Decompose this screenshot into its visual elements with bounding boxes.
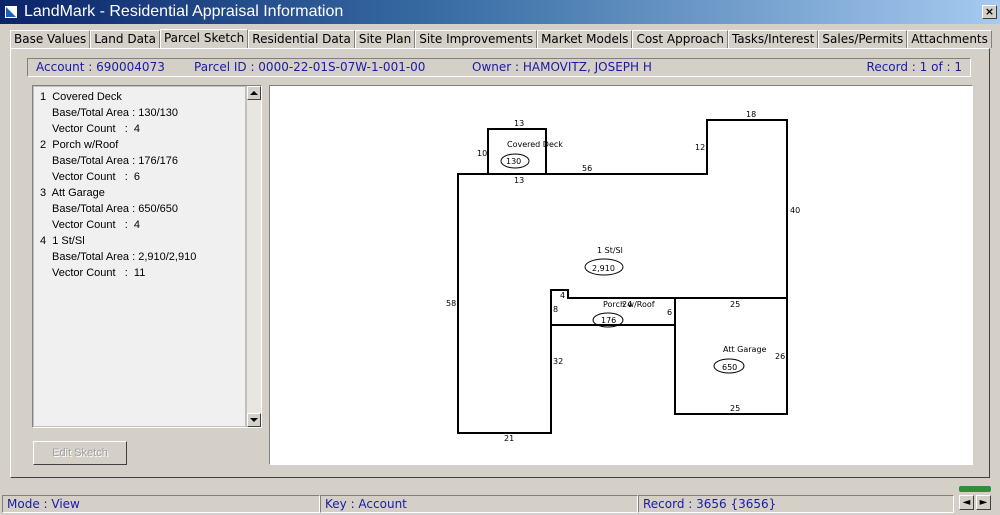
area-list[interactable]: 1 Covered Deck Base/Total Area : 130/130…: [32, 85, 262, 428]
deck-area: 130: [506, 157, 521, 166]
arrow-up-icon: [250, 91, 258, 95]
tab-residential-data[interactable]: Residential Data: [248, 30, 355, 48]
tab-strip: Base Values Land Data Parcel Sketch Resi…: [10, 28, 992, 49]
account-label: Account : 690004073: [36, 60, 165, 74]
previous-record-button[interactable]: ◄: [959, 495, 974, 510]
tab-site-plan[interactable]: Site Plan: [354, 30, 416, 48]
dim-deck-left: 10: [477, 149, 487, 158]
main-label: 1 St/Sl: [597, 246, 623, 255]
scroll-down-button[interactable]: [247, 413, 261, 427]
dim-56: 56: [582, 164, 592, 173]
tab-market-models[interactable]: Market Models: [537, 30, 633, 48]
dim-porch-8: 8: [553, 305, 558, 314]
dim-garage-right: 26: [775, 352, 785, 361]
next-record-button[interactable]: ►: [976, 495, 991, 510]
status-key: Key : Account: [320, 495, 638, 513]
garage-outline: [674, 297, 788, 415]
dim-21: 21: [504, 434, 514, 443]
main-area: 2,910: [592, 264, 615, 273]
list-item[interactable]: 3 Att Garage: [40, 187, 105, 199]
dim-porch-4: 4: [560, 291, 565, 300]
list-item-vectors: Vector Count : 4: [52, 219, 141, 231]
tab-sales-permits[interactable]: Sales/Permits: [818, 30, 908, 48]
list-item[interactable]: 1 Covered Deck: [40, 91, 122, 103]
app-icon: [4, 5, 18, 19]
dim-garage-bottom: 25: [730, 404, 740, 413]
list-item[interactable]: 4 1 St/Sl: [40, 235, 85, 247]
tab-tasks-interest[interactable]: Tasks/Interest: [727, 30, 819, 48]
parcel-info-bar: Account : 690004073 Parcel ID : 0000-22-…: [27, 58, 971, 77]
porch-area: 176: [601, 316, 616, 325]
dim-deck-bottom: 13: [514, 176, 524, 185]
scroll-up-button[interactable]: [247, 86, 261, 100]
tab-site-improvements[interactable]: Site Improvements: [415, 30, 538, 48]
list-item-vectors: Vector Count : 11: [52, 267, 146, 279]
status-bar: Mode : View Key : Account Record : 3656 …: [0, 492, 1000, 515]
edit-sketch-button[interactable]: Edit Sketch: [33, 441, 127, 465]
tab-land-data[interactable]: Land Data: [90, 30, 160, 48]
tab-parcel-sketch[interactable]: Parcel Sketch: [159, 29, 249, 49]
list-item-vectors: Vector Count : 6: [52, 171, 141, 183]
status-indicator: [959, 486, 991, 492]
deck-label: Covered Deck: [507, 140, 563, 149]
tab-attachments[interactable]: Attachments: [907, 30, 992, 48]
garage-area-ellipse: [713, 358, 745, 374]
arrow-right-icon: ►: [979, 497, 988, 508]
list-item-area: Base/Total Area : 2,910/2,910: [52, 251, 197, 263]
list-item-area: Base/Total Area : 650/650: [52, 203, 178, 215]
list-scrollbar[interactable]: [246, 86, 261, 427]
status-record: Record : 3656 {3656}: [638, 495, 954, 513]
dim-12: 12: [695, 143, 705, 152]
garage-area: 650: [722, 363, 737, 372]
status-mode: Mode : View: [2, 495, 320, 513]
owner-label: Owner : HAMOVITZ, JOSEPH H: [472, 60, 652, 74]
close-button[interactable]: ×: [982, 5, 997, 19]
dim-deck-top: 13: [514, 119, 524, 128]
tab-cost-approach[interactable]: Cost Approach: [632, 30, 728, 48]
tab-panel: [10, 48, 990, 478]
record-label: Record : 1 of : 1: [866, 60, 962, 74]
main-area-ellipse: [584, 258, 624, 276]
list-item-area: Base/Total Area : 176/176: [52, 155, 178, 167]
dim-40: 40: [790, 206, 800, 215]
sketch-canvas[interactable]: Covered Deck 130 1 St/Sl 2,910 Porch w/R…: [269, 85, 973, 465]
tab-base-values[interactable]: Base Values: [10, 30, 91, 48]
dim-58: 58: [446, 299, 456, 308]
dim-garage-top: 25: [730, 300, 740, 309]
arrow-down-icon: [250, 418, 258, 422]
deck-area-ellipse: [500, 153, 530, 169]
list-item-vectors: Vector Count : 4: [52, 123, 141, 135]
dim-porch-6: 6: [667, 308, 672, 317]
list-item-area: Base/Total Area : 130/130: [52, 107, 178, 119]
porch-label: Porch w/Roof: [603, 300, 655, 309]
list-item[interactable]: 2 Porch w/Roof: [40, 139, 119, 151]
title-bar: LandMark - Residential Appraisal Informa…: [0, 0, 1000, 24]
dim-porch-24: 24: [622, 300, 632, 309]
area-list-content: 1 Covered Deck Base/Total Area : 130/130…: [33, 86, 246, 427]
arrow-left-icon: ◄: [962, 497, 971, 508]
sketch-drawing: Covered Deck 130 1 St/Sl 2,910 Porch w/R…: [446, 110, 800, 443]
garage-label: Att Garage: [723, 345, 767, 354]
parcel-id-label: Parcel ID : 0000-22-01S-07W-1-001-00: [194, 60, 426, 74]
covered-deck-outline: [487, 128, 547, 175]
porch-area-ellipse: [592, 312, 624, 328]
window-title: LandMark - Residential Appraisal Informa…: [24, 3, 344, 20]
dim-18: 18: [746, 110, 756, 119]
dim-32: 32: [553, 357, 563, 366]
